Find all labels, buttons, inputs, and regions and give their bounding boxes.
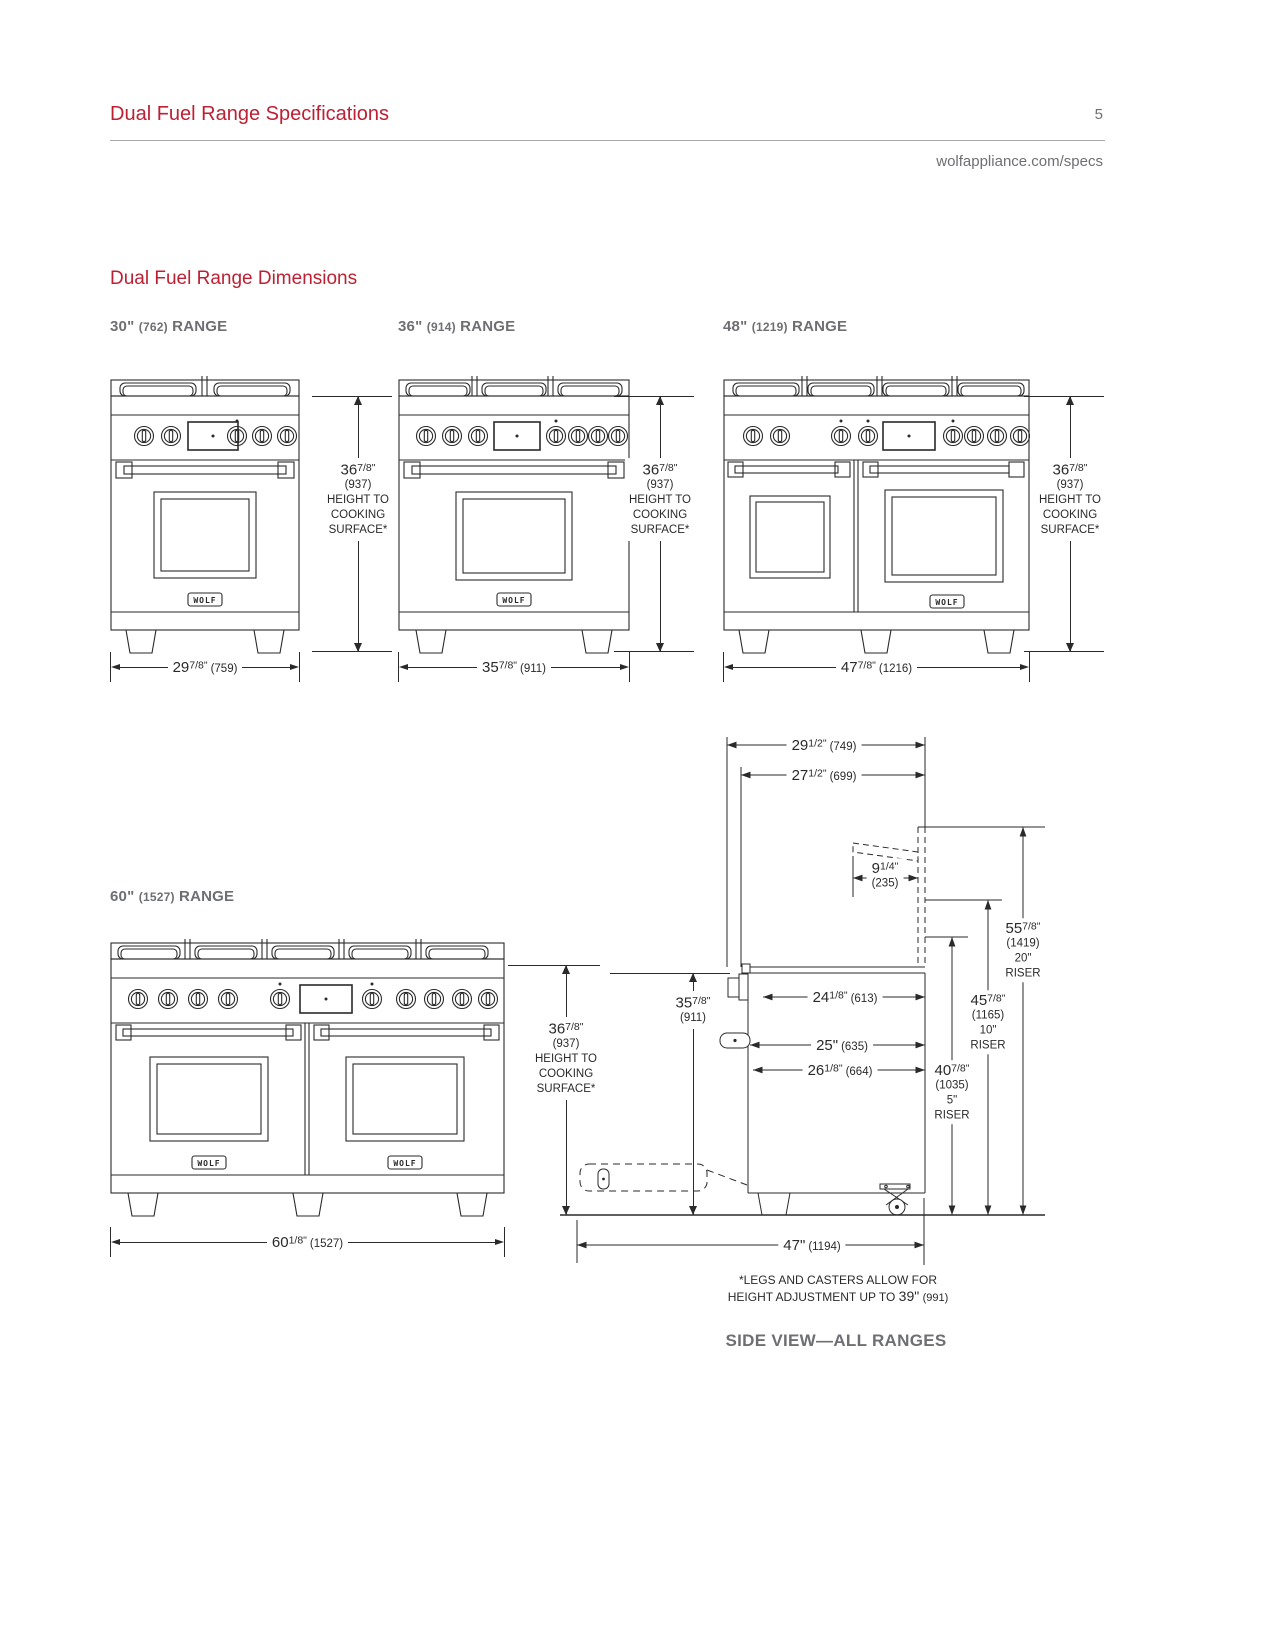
range-side-profile (719, 963, 926, 1216)
wolf-logo-text: WOLF (393, 1159, 416, 1168)
range-legs (127, 1192, 488, 1217)
range-60-front-view-drawing: WOLF WOLF (110, 939, 505, 1217)
wolf-logo-text: WOLF (502, 596, 525, 605)
burner-grates (110, 939, 505, 960)
open-door-dashed (579, 1163, 748, 1192)
riser-shelf-dashed (852, 842, 919, 862)
extension-lines (726, 737, 926, 967)
oven-door-handle (115, 461, 295, 479)
wolf-logo-text: WOLF (197, 1159, 220, 1168)
section-title: Dual Fuel Range Dimensions (110, 268, 358, 289)
range-36-label: 36" (914) RANGE (398, 318, 516, 335)
burner-grates (110, 376, 300, 397)
oven-door-windows (749, 489, 1004, 583)
legs-casters-note: *LEGS AND CASTERS ALLOW FOR HEIGHT ADJUS… (727, 1273, 949, 1304)
control-panel-knobs (742, 418, 1031, 451)
burner-grates (398, 376, 630, 397)
range-legs (125, 629, 285, 654)
riser-back-dashed (917, 827, 926, 967)
range-legs (738, 629, 1015, 654)
side-dim-24: 241/8"(613) (807, 986, 883, 1008)
range-body (110, 395, 300, 631)
caster-wheel (879, 1183, 911, 1216)
side-dim-29half: 291/2"(749) (786, 734, 862, 756)
range-30-label: 30" (762) RANGE (110, 318, 228, 335)
control-panel-knobs (415, 418, 629, 451)
wolf-logo-badge: WOLF (496, 592, 532, 607)
riser-5-dim: 407/8" (1035) 5" RISER (929, 1060, 975, 1124)
width-dim-60: 601/8"(1527) (110, 1227, 506, 1257)
dimension-arrowheads (577, 741, 1027, 1249)
wolf-logo-badges: WOLF WOLF (191, 1155, 423, 1170)
oven-door-handles (115, 1024, 500, 1041)
width-dim-30: 297/8"(759) (110, 652, 300, 682)
wolf-logo-badge: WOLF (929, 594, 965, 609)
oven-door-handle (403, 461, 625, 479)
page-title: Dual Fuel Range Specifications (110, 103, 390, 125)
riser-10-dim: 457/8" (1165) 10" RISER (965, 990, 1011, 1054)
range-36-front-view-drawing: WOLF (398, 376, 630, 654)
width-dim-36: 357/8"(911) (398, 652, 631, 682)
header-divider (110, 140, 1105, 141)
burner-grates (723, 376, 1030, 397)
range-30-front-view-drawing: WOLF (110, 376, 300, 654)
range-legs (415, 629, 613, 654)
oven-door-handles (727, 461, 1025, 478)
control-panel-knobs (127, 981, 499, 1014)
specs-url: wolfappliance.com/specs (936, 153, 1103, 170)
riser-top-lines (918, 826, 1045, 938)
control-panel-knobs (133, 418, 298, 451)
oven-door-window (455, 491, 573, 581)
side-view-caption: SIDE VIEW—ALL RANGES (725, 1331, 947, 1350)
range-48-front-view-drawing: WOLF (723, 376, 1031, 654)
side-dim-9quarter: 91/4" (235) (866, 858, 904, 892)
wolf-logo-badge: WOLF (187, 592, 223, 607)
range-48-label: 48" (1219) RANGE (723, 318, 848, 335)
side-leg (757, 1192, 791, 1216)
side-dim-47: 47"(1194) (778, 1234, 846, 1256)
riser-20-dim: 557/8" (1419) 20" RISER (1000, 918, 1046, 982)
wolf-logo-text: WOLF (193, 596, 216, 605)
wolf-logo-text: WOLF (935, 598, 958, 607)
width-dim-48: 477/8"(1216) (723, 652, 1031, 682)
range-60-label: 60" (1527) RANGE (110, 888, 235, 905)
side-dim-27half: 271/2"(699) (786, 764, 862, 786)
oven-door-windows (149, 1056, 465, 1142)
side-dim-26: 261/8"(664) (802, 1059, 878, 1081)
page-number: 5 (1094, 106, 1103, 123)
side-dim-25: 25"(635) (811, 1034, 873, 1056)
oven-door-window (153, 491, 257, 579)
